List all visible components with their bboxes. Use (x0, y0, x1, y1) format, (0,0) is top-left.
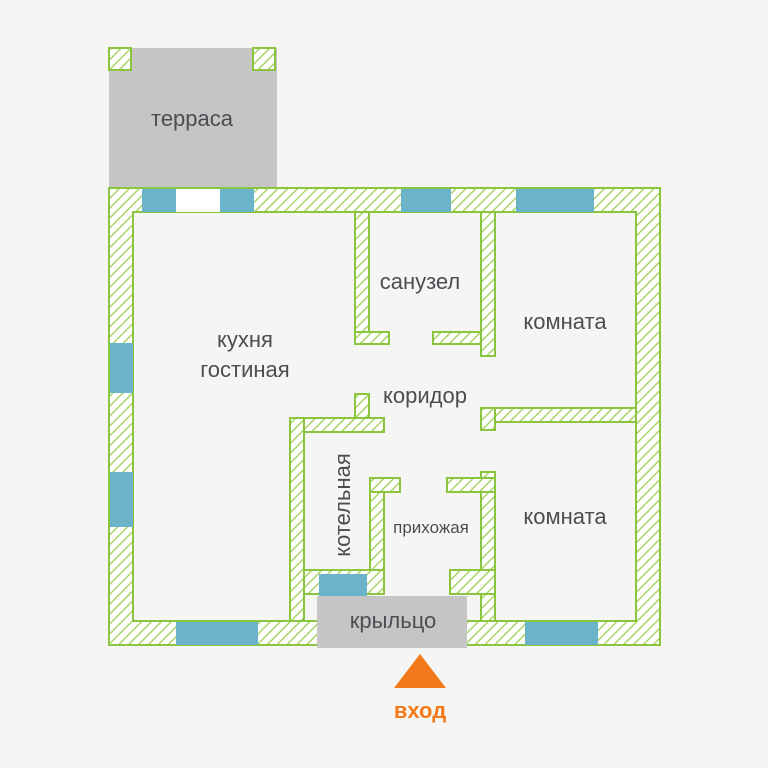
window (176, 622, 258, 645)
room-wall-vertical (480, 407, 496, 431)
hallway-wall-top (446, 477, 496, 493)
door-gap (176, 189, 220, 212)
windows (110, 189, 598, 645)
window (401, 189, 451, 212)
porch-label: крыльцо (350, 608, 437, 633)
room-wall-vertical (480, 471, 496, 622)
window (319, 574, 367, 596)
hallway-label: прихожая (393, 518, 469, 537)
room-divider-wall (480, 407, 637, 423)
window (110, 343, 133, 393)
room-label-top: комната (523, 309, 607, 334)
window (516, 189, 594, 212)
window (142, 189, 176, 212)
interior-walls (289, 211, 637, 622)
room-wall-vertical (480, 211, 496, 357)
entry-label: вход (394, 698, 446, 723)
porch (317, 596, 467, 648)
bathroom-wall-left (354, 211, 370, 341)
terrace-floor (109, 48, 277, 188)
bathroom-wall-bottom (354, 331, 390, 345)
entry-arrow-icon (394, 654, 446, 688)
bathroom-label: санузел (380, 269, 461, 294)
window (220, 189, 254, 212)
window (110, 472, 133, 527)
boiler-wall-stub (354, 393, 370, 419)
terrace-post (108, 47, 132, 71)
window (525, 622, 598, 645)
kitchen-label: кухня (217, 327, 273, 352)
living-room-label: гостиная (200, 357, 289, 382)
boiler-room-label: котельная (330, 453, 355, 557)
boiler-wall-left (289, 417, 305, 622)
terrace-post (252, 47, 276, 71)
hallway-wall-top (369, 477, 401, 493)
terrace-label: терраса (151, 106, 234, 131)
corridor-label: коридор (383, 383, 467, 408)
room-label-bottom: комната (523, 504, 607, 529)
hallway-wall-bottom (449, 569, 496, 595)
